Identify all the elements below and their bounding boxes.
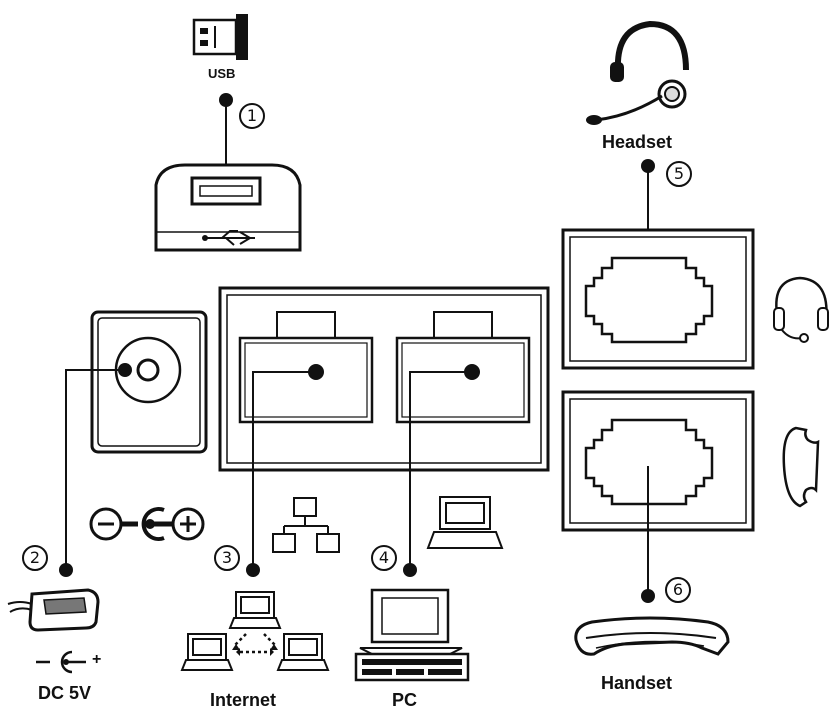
usb-label: USB <box>208 66 236 81</box>
callout-3: 3 <box>214 545 240 571</box>
desktop-pc-icon <box>354 588 470 682</box>
laptop-icon <box>426 496 504 549</box>
internet-endpoint-dot <box>246 563 260 577</box>
ethernet-ports-block <box>218 286 550 472</box>
handset-connection-dot <box>641 589 655 603</box>
headset-icon <box>586 20 689 125</box>
handset-label: Handset <box>601 673 673 693</box>
headset-port <box>561 228 755 370</box>
headset-connection-dot <box>641 159 655 173</box>
usb-connection-dot <box>219 93 233 107</box>
power-connection-dot <box>118 363 132 377</box>
internet-port-dot <box>308 364 324 380</box>
pc-endpoint-dot <box>403 563 417 577</box>
usb-port <box>154 163 302 252</box>
internet-label: Internet <box>210 690 277 710</box>
polarity-symbol-icon <box>89 507 205 541</box>
power-endpoint-dot <box>59 563 73 577</box>
dc-jack-symbol-icon <box>36 650 86 674</box>
callout-6: 6 <box>665 577 691 603</box>
callout-2: 2 <box>22 545 48 571</box>
power-jack <box>90 310 208 454</box>
callout-4: 4 <box>371 545 397 571</box>
headset-label: Headset <box>602 132 673 152</box>
dc-plus-sign: + <box>92 651 102 668</box>
network-topology-icon <box>272 497 340 553</box>
handset-port <box>561 390 755 532</box>
internet-computers-icon <box>180 591 330 671</box>
power-adapter-icon <box>7 588 100 632</box>
headset-port-symbol-icon <box>773 276 829 343</box>
pc-label: PC <box>392 690 418 710</box>
callout-5: 5 <box>666 161 692 187</box>
handset-port-symbol-icon <box>782 426 820 508</box>
pc-port-dot <box>464 364 480 380</box>
handset-icon <box>574 616 730 656</box>
usb-plug-icon <box>192 14 248 60</box>
callout-1: 1 <box>239 103 265 129</box>
dc-label: DC 5V <box>38 683 92 703</box>
